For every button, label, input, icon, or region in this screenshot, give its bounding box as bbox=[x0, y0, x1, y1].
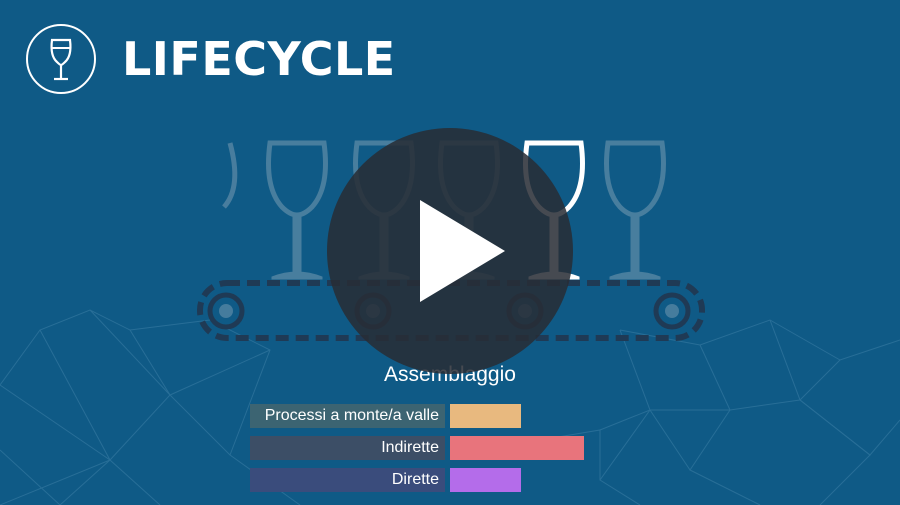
legend-label: Indirette bbox=[250, 436, 445, 460]
legend-row-processi: Processi a monte/a valle bbox=[250, 404, 590, 428]
page-title: LIFECYCLE bbox=[122, 32, 396, 86]
legend-bar bbox=[450, 404, 521, 428]
legend-bar bbox=[450, 468, 521, 492]
play-icon bbox=[420, 200, 505, 302]
legend-row-indirette: Indirette bbox=[250, 436, 590, 460]
legend-label: Dirette bbox=[250, 468, 445, 492]
glass-row bbox=[222, 143, 664, 279]
wine-glass-icon bbox=[26, 24, 96, 94]
legend-row-dirette: Dirette bbox=[250, 468, 590, 492]
legend-bar bbox=[450, 436, 584, 460]
play-button[interactable] bbox=[327, 128, 573, 374]
legend-label: Processi a monte/a valle bbox=[250, 404, 445, 428]
